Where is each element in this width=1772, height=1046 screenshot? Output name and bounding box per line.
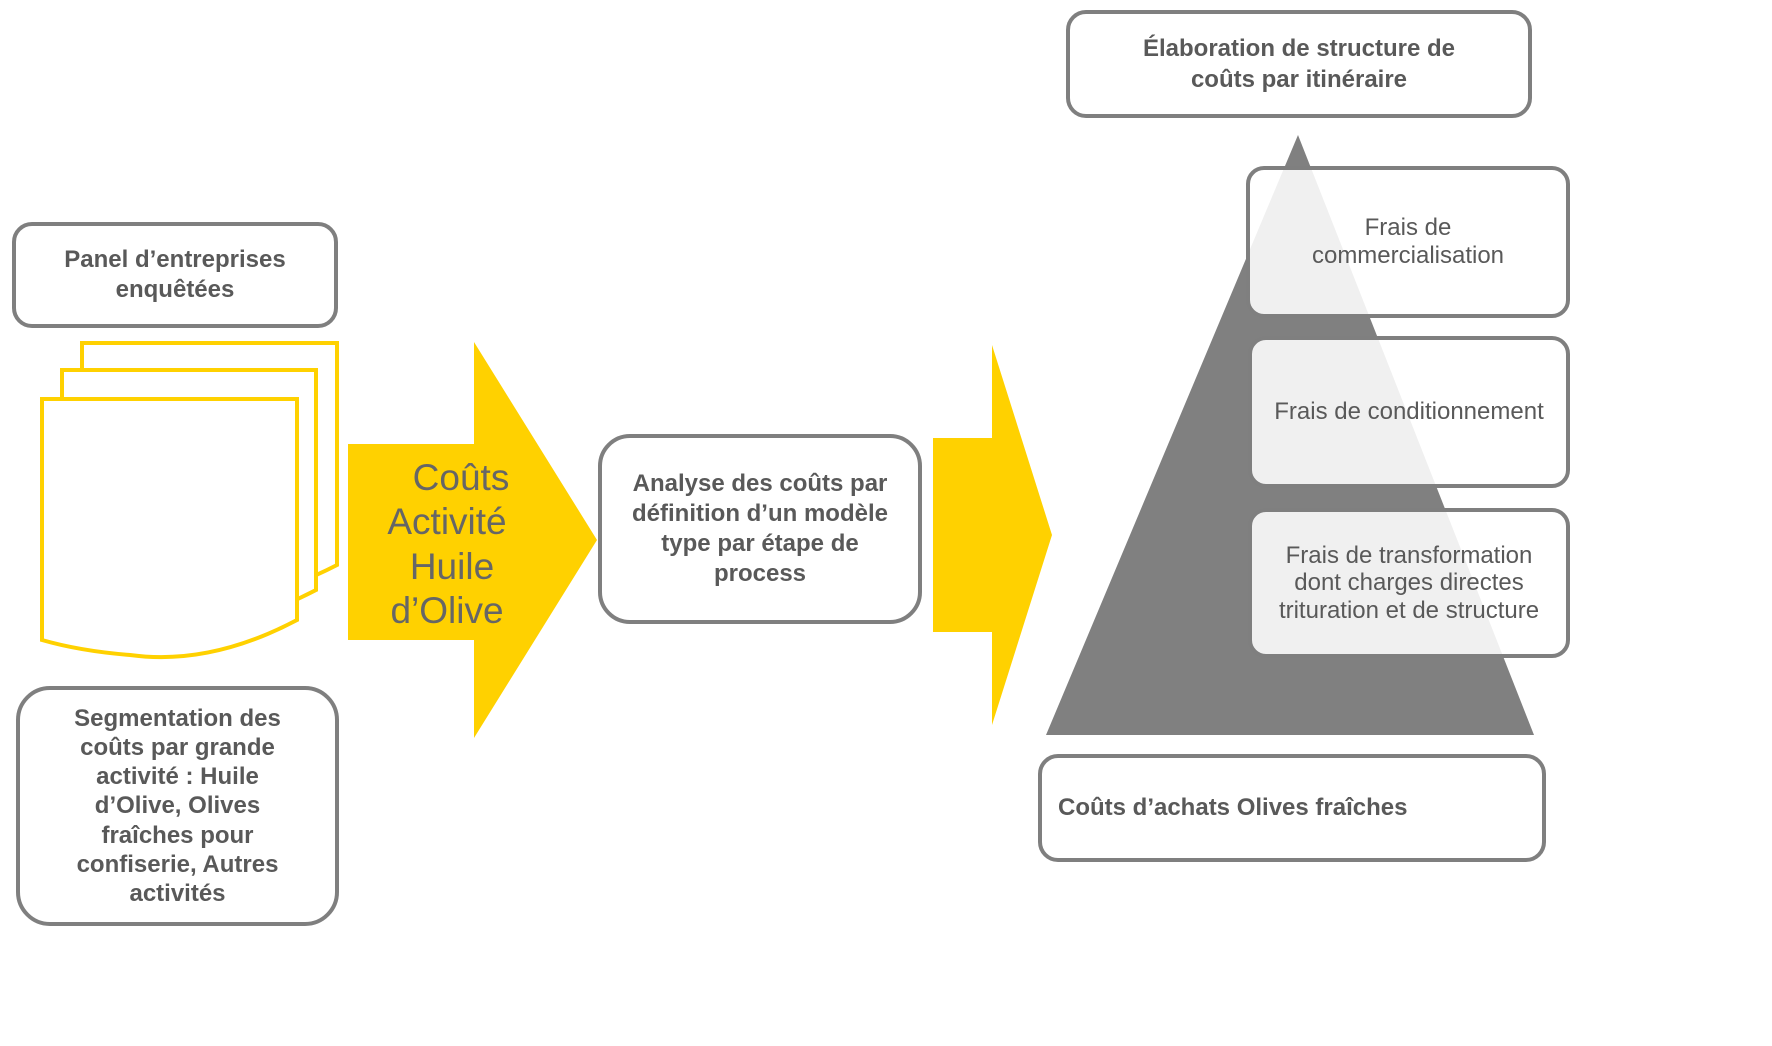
analyse-box: Analyse des coûts par définition d’un mo… — [598, 434, 922, 624]
base-box: Coûts d’achats Olives fraîches — [1038, 754, 1546, 862]
panel-box: Panel d’entreprises enquêtées — [12, 222, 338, 328]
documents-icon — [40, 341, 339, 660]
level-conditionnement: Frais de conditionnement — [1248, 336, 1570, 488]
arrow-label-line3: Huile — [409, 545, 495, 587]
elaboration-text: Élaboration de structure de coûts par it… — [1142, 34, 1456, 93]
base-text: Coûts d’achats Olives fraîches — [1058, 794, 1408, 821]
analyse-text: Analyse des coûts par définition d’un mo… — [632, 470, 888, 587]
level-commercialisation: Frais de commercialisation — [1246, 166, 1570, 318]
arrow-to-pyramid — [933, 345, 1052, 725]
arrow-label-line1: Coûts — [412, 457, 510, 498]
segmentation-text: Segmentation des coûts par grande activi… — [74, 704, 281, 908]
arrow-label-line2: Activité — [387, 501, 507, 543]
elaboration-box: Élaboration de structure de coûts par it… — [1066, 10, 1532, 118]
arrow-costs — [348, 342, 597, 738]
level-conditionnement-label: Frais de conditionnement — [1274, 398, 1544, 426]
arrow-label: Coûts Activité Huile d’Olive — [372, 456, 522, 634]
level-commercialisation-label: Frais de commercialisation — [1311, 214, 1505, 269]
segmentation-box: Segmentation des coûts par grande activi… — [16, 686, 339, 926]
level-transformation: Frais de transformation dont charges dir… — [1248, 508, 1570, 658]
panel-title: Panel d’entreprises enquêtées — [64, 246, 286, 303]
level-transformation-label: Frais de transformation dont charges dir… — [1278, 541, 1540, 624]
arrow-label-line4: d’Olive — [390, 590, 504, 632]
